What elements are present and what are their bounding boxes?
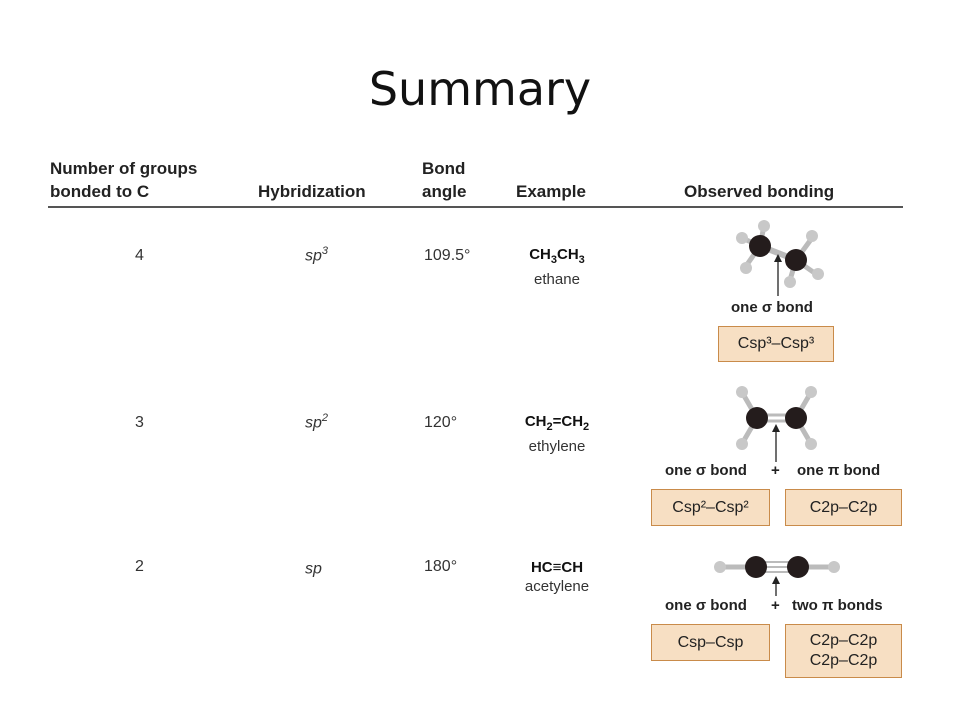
header-hybridization: Hybridization	[258, 182, 366, 201]
slide-title: Summary	[368, 62, 592, 116]
row1-groups: 4	[135, 247, 144, 264]
row3-example: HC≡CH acetylene	[502, 558, 612, 596]
row1-example: CH3CH3 ethane	[502, 245, 612, 289]
row2-pi-label: one π bond	[797, 462, 881, 479]
header-angle-line2: angle	[422, 182, 467, 201]
ethylene-model-icon	[736, 386, 817, 462]
row2-hybridization: sp2	[305, 412, 328, 432]
row2-name: ethylene	[528, 438, 586, 455]
row3-groups: 2	[135, 558, 144, 575]
row3-plus: +	[771, 597, 780, 614]
row2-formula: CH2=CH2	[524, 413, 590, 433]
acetylene-model-icon	[714, 556, 840, 596]
row2-groups: 3	[135, 414, 144, 431]
row3-pi-box: C2p–C2p C2p–C2p	[785, 624, 902, 678]
header-angle-line1: Bond	[422, 159, 466, 178]
row1-hyb-sup: 3	[321, 245, 329, 257]
row3-sigma-label: one σ bond	[665, 597, 747, 614]
row3-hyb-base: sp	[305, 560, 322, 578]
ethane-model-icon	[736, 220, 824, 296]
row3-angle: 180°	[424, 558, 458, 575]
row3-pi-box-line2: C2p–C2p	[809, 652, 878, 669]
row2-example: CH2=CH2 ethylene	[502, 412, 612, 456]
row2-sigma-label: one σ bond	[665, 462, 747, 479]
row2-angle: 120°	[424, 414, 458, 431]
header-example: Example	[516, 182, 586, 201]
header-observed: Observed bonding	[684, 182, 835, 201]
row1-bond-label: one σ bond	[731, 299, 813, 316]
row2-hyb-sup: 2	[321, 412, 329, 424]
row2-hyb-base: sp	[305, 414, 322, 432]
row3-hybridization: sp	[305, 558, 322, 578]
row1-hybridization: sp3	[305, 245, 328, 265]
row1-formula: CH3CH3	[529, 246, 585, 266]
row3-pi-box-line1: C2p–C2p	[809, 632, 878, 649]
row1-name: ethane	[534, 271, 580, 288]
row1-angle: 109.5°	[424, 247, 471, 264]
row3-pi-label: two π bonds	[792, 597, 883, 614]
row2-pi-box: C2p–C2p	[785, 489, 902, 526]
row3-sigma-box: Csp–Csp	[651, 624, 770, 661]
header-groups-line2: bonded to C	[50, 182, 150, 201]
row1-bond-box: Csp³–Csp³	[718, 326, 834, 362]
row3-formula: HC≡CH	[530, 559, 584, 576]
row1-hyb-base: sp	[305, 247, 322, 265]
header-groups-line1: Number of groups	[50, 159, 198, 178]
header-angle: Bond angle	[422, 157, 466, 203]
header-rule	[48, 206, 903, 208]
row3-name: acetylene	[524, 578, 590, 595]
row2-sigma-box: Csp²–Csp²	[651, 489, 770, 526]
header-groups: Number of groups bonded to C	[50, 157, 197, 203]
row2-plus: +	[771, 462, 780, 479]
